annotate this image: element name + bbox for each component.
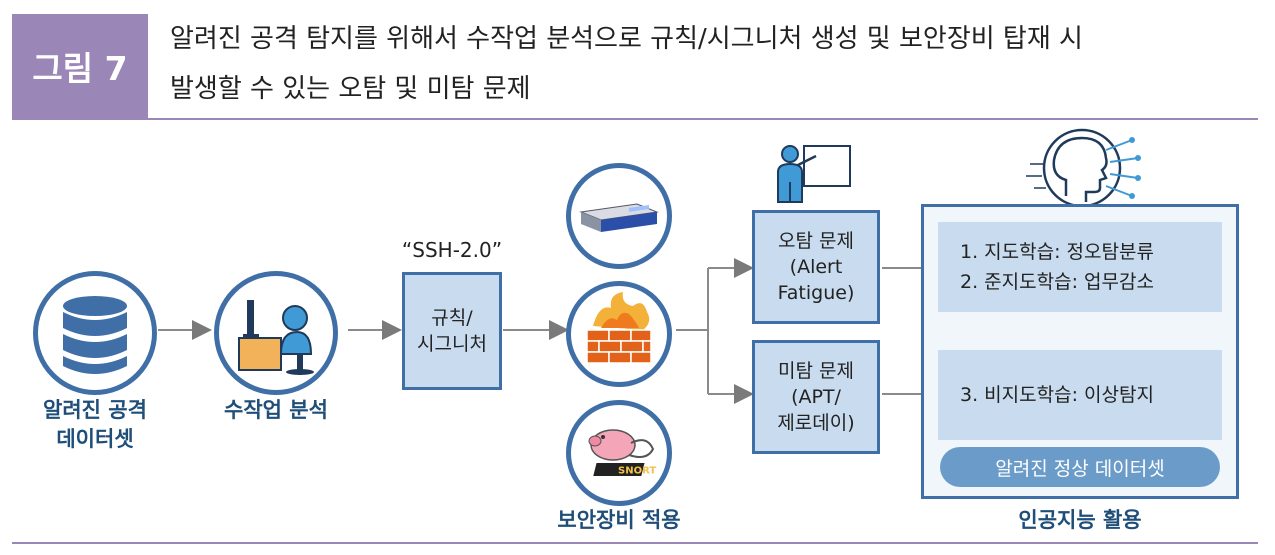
false-positive-line2: (Alert (789, 256, 843, 278)
snort-logo-text: SNORT (618, 466, 656, 477)
figure-title: 알려진 공격 탐지를 위해서 수작업 분석으로 규칙/시그니처 생성 및 보안장… (170, 14, 1260, 114)
security-devices-label: 보안장비 적용 (557, 508, 681, 532)
known-attack-line2: 데이터셋 (56, 427, 134, 451)
figure-title-line2: 발생할 수 있는 오탐 및 미탐 문제 (170, 74, 531, 104)
figure-badge: 그림 7 (12, 14, 148, 118)
rule-box-line2: 시그니처 (417, 333, 487, 355)
header-divider (12, 118, 1258, 120)
footer-divider (12, 542, 1258, 544)
network-appliance-circle (566, 163, 672, 269)
network-appliance-icon (579, 203, 659, 232)
rule-signature-box: 규칙/ 시그니처 (402, 272, 502, 390)
ai-item-unsupervised: 3. 비지도학습: 이상탐지 (960, 384, 1154, 406)
firewall-icon (586, 292, 652, 364)
false-negative-box: 미탐 문제 (APT/ 제로데이) (752, 340, 880, 454)
analyst-at-desk-icon (238, 300, 314, 375)
ai-item-supervised: 1. 지도학습: 정오탐분류 (960, 241, 1154, 263)
ai-supervised-box: 1. 지도학습: 정오탐분류 2. 준지도학습: 업무감소 (938, 222, 1222, 312)
known-attack-line1: 알려진 공격 (43, 398, 147, 422)
signature-example-text: “SSH-2.0” (401, 238, 503, 262)
firewall-circle (566, 281, 672, 387)
normal-dataset-pill: 알려진 정상 데이터셋 (940, 447, 1220, 487)
rule-box-line1: 규칙/ (431, 307, 473, 329)
false-negative-line3: 제로데이) (777, 412, 855, 434)
known-attack-dataset-label: 알려진 공격 데이터셋 (15, 396, 175, 454)
false-negative-line2: (APT/ (791, 386, 841, 408)
analyst-circle (214, 271, 338, 395)
database-icon (63, 296, 127, 374)
presenter-icon (777, 145, 851, 203)
ai-item-semi-supervised: 2. 준지도학습: 업무감소 (960, 271, 1154, 293)
false-positive-line3: Fatigue) (777, 282, 855, 304)
false-positive-box: 오탐 문제 (Alert Fatigue) (752, 210, 880, 324)
database-circle (33, 271, 157, 395)
figure-title-line1: 알려진 공격 탐지를 위해서 수작업 분석으로 규칙/시그니처 생성 및 보안장… (170, 24, 1083, 54)
snort-circle: SNORT (566, 400, 672, 506)
ai-utilization-label: 인공지능 활용 (1018, 508, 1142, 532)
manual-analysis-label: 수작업 분석 (224, 398, 328, 422)
ai-unsupervised-box: 3. 비지도학습: 이상탐지 (938, 350, 1222, 440)
ai-brain-icon (1026, 128, 1141, 208)
false-positive-line1: 오탐 문제 (778, 230, 854, 252)
snort-pig-icon: SNORT (588, 429, 656, 477)
false-negative-line1: 미탐 문제 (778, 360, 854, 382)
